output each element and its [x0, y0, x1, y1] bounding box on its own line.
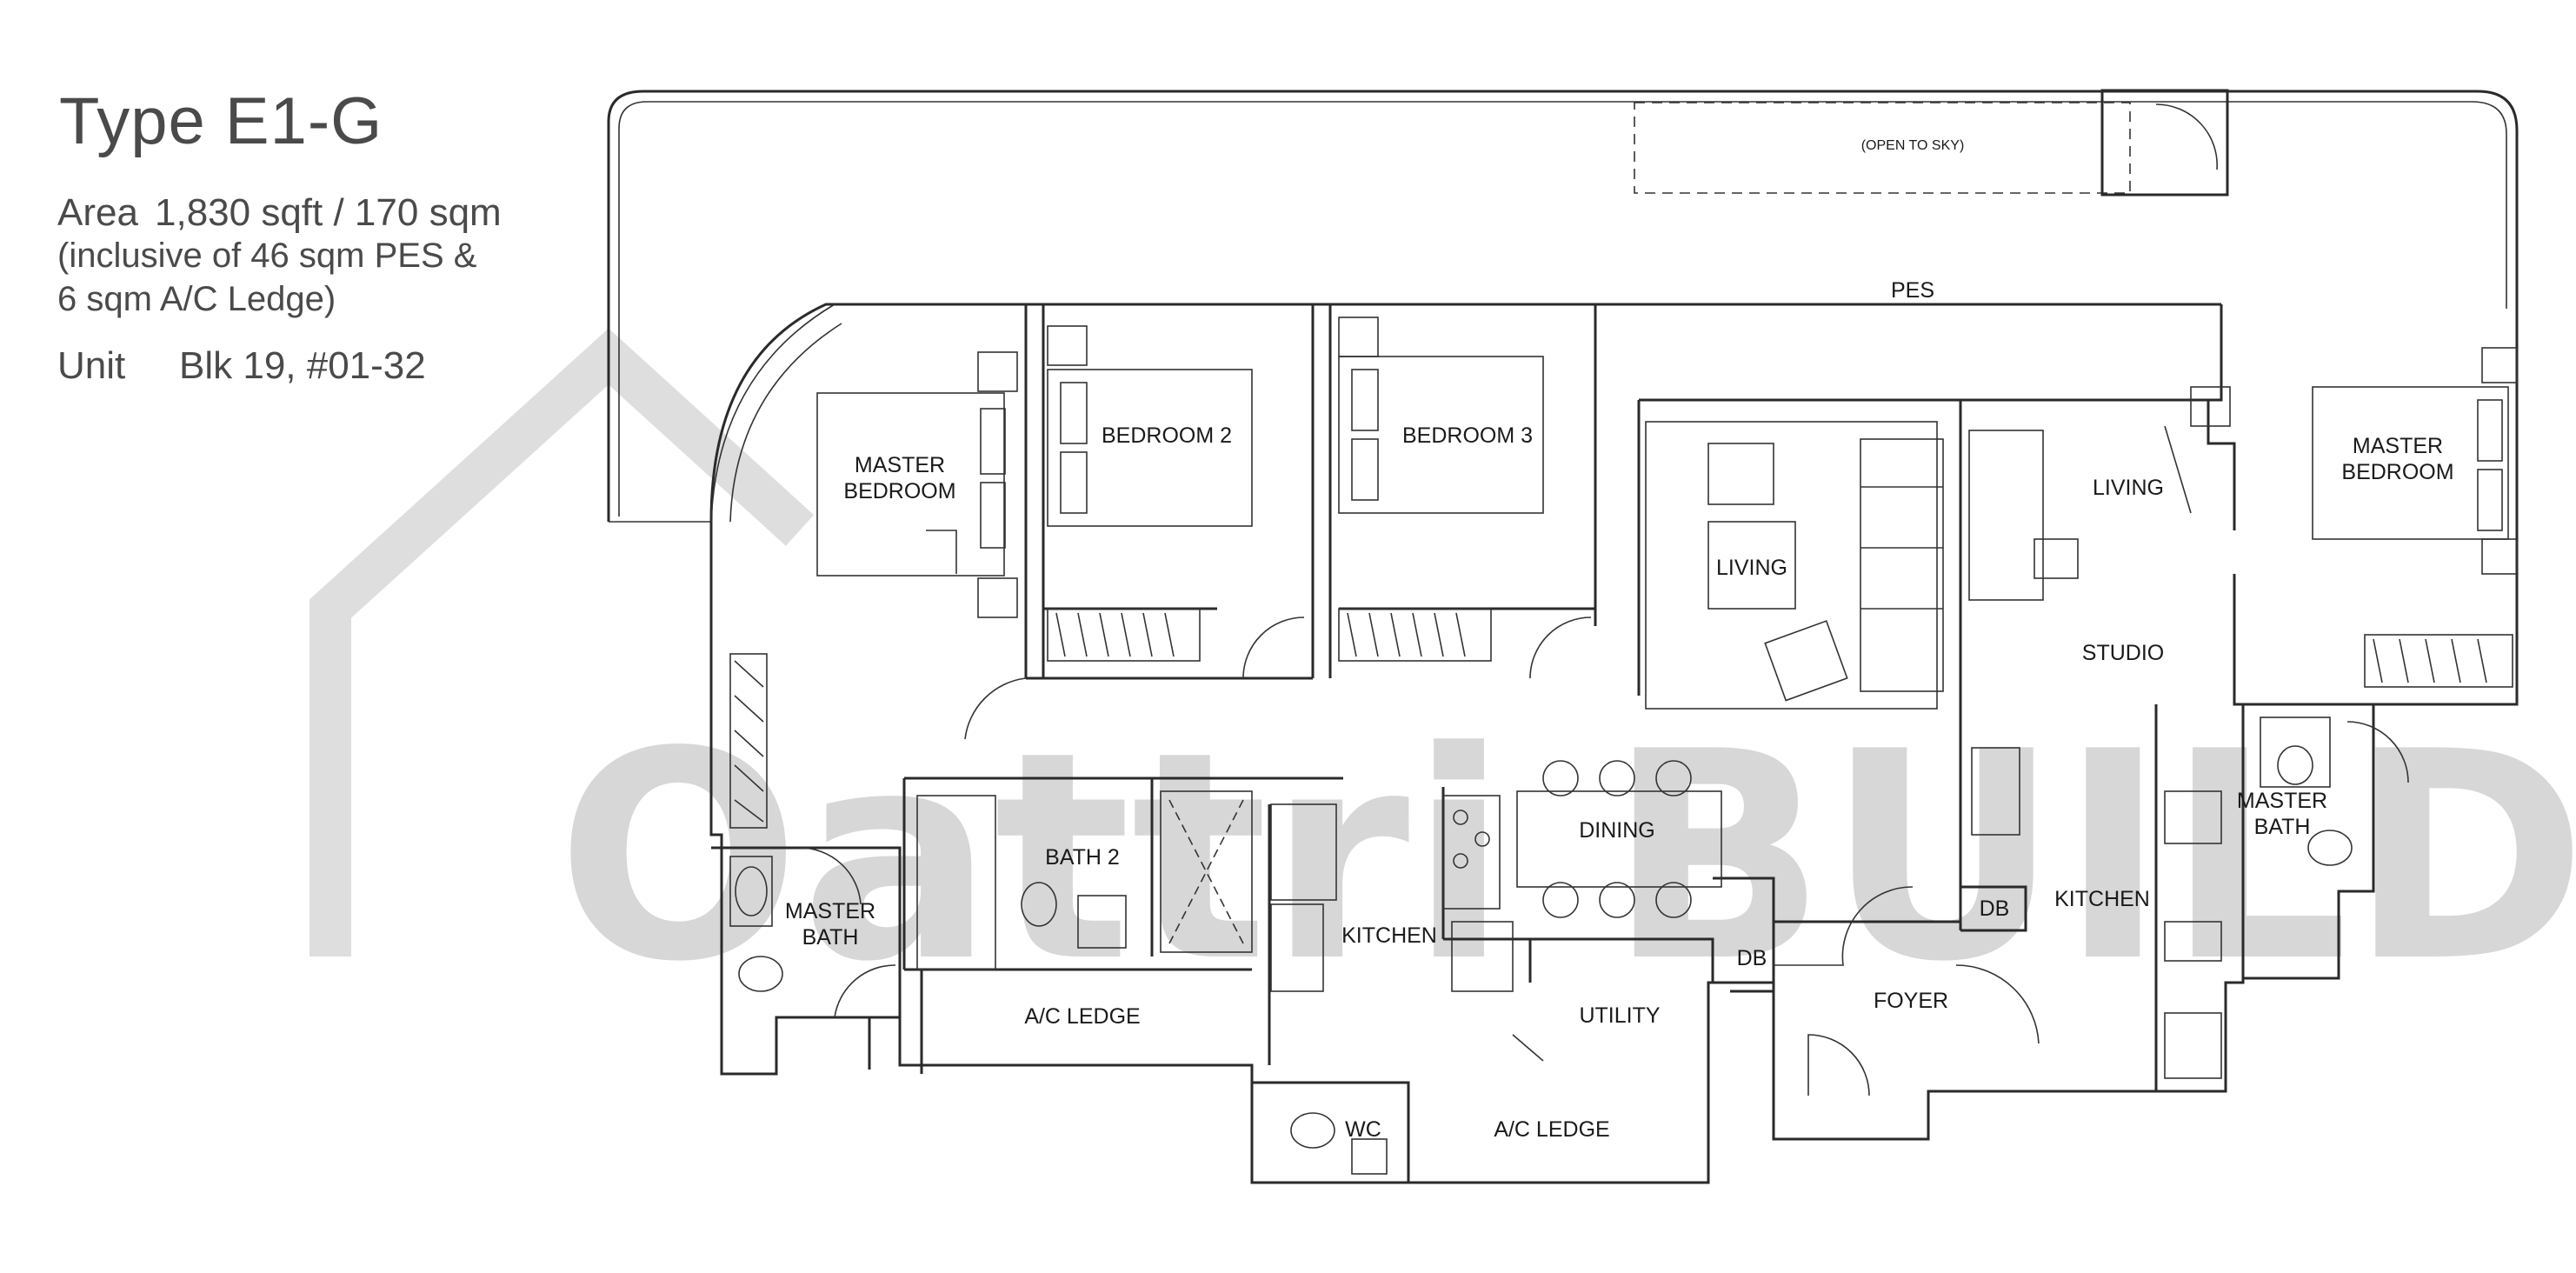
label-kitchen-main: KITCHEN: [1341, 923, 1437, 948]
bedroom-2-furniture: [964, 325, 1305, 740]
label-db-1: DB: [1980, 896, 2010, 921]
label-utility: UTILITY: [1579, 1003, 1660, 1028]
door-swings: [799, 721, 2409, 1096]
label-kitchen-studio: KITCHEN: [2054, 887, 2150, 911]
pes-gate: [2100, 89, 2229, 197]
label-foyer: FOYER: [1874, 989, 1948, 1013]
area-value: 1,830 sqft / 170 sqm: [155, 191, 502, 234]
label-master-bedroom-1-line2: BEDROOM: [843, 479, 955, 503]
pes-gate-swing: [2155, 103, 2218, 170]
label-dining: DINING: [1579, 818, 1655, 843]
dining-furniture: [1516, 760, 1722, 918]
kitchen-fixtures: [1270, 790, 2222, 1079]
unit-label: Unit: [57, 344, 126, 387]
label-pes: PES: [1891, 278, 1934, 303]
label-wc: WC: [1345, 1117, 1381, 1142]
label-master-bedroom-2-line1: MASTER: [2353, 434, 2443, 458]
pes-boundary-inner: [618, 101, 2507, 517]
label-bedroom-3: BEDROOM 3: [1402, 423, 1533, 448]
bathroom-fixtures: [729, 716, 2353, 1175]
label-ac-ledge-1: A/C LEDGE: [1024, 1004, 1140, 1029]
label-master-bath-1-line1: MASTER: [785, 899, 875, 923]
pes-boundary: [607, 90, 2519, 522]
label-studio: STUDIO: [2082, 641, 2164, 665]
label-master-bath-2-line1: MASTER: [2237, 789, 2327, 813]
walls: [709, 303, 2519, 1184]
area-note-1: (inclusive of 46 sqm PES &: [57, 237, 477, 275]
label-ac-ledge-2: A/C LEDGE: [1494, 1117, 1609, 1142]
label-open-to-sky: (OPEN TO SKY): [1861, 138, 1965, 153]
label-master-bath-2-line2: BATH: [2254, 815, 2311, 839]
unit-value: Blk 19, #01-32: [179, 344, 426, 387]
label-master-bedroom-1-line1: MASTER: [855, 453, 945, 477]
watermark: Oattri BUILD: [310, 328, 2576, 1024]
label-living-main: LIVING: [1716, 556, 1787, 580]
watermark-text: Oattri BUILD: [556, 690, 2576, 1024]
studio-furniture: [1968, 347, 2518, 836]
unit-type-title: Type E1-G: [59, 84, 383, 158]
label-master-bath-1-line2: BATH: [802, 925, 859, 950]
open-to-sky-zone: [1634, 102, 2131, 194]
label-master-bedroom-2-line2: BEDROOM: [2341, 460, 2453, 484]
area-line: Area 1,830 sqft / 170 sqm: [57, 191, 502, 235]
area-note-2: 6 sqm A/C Ledge): [57, 280, 336, 318]
bay-window-inner: [729, 323, 842, 523]
bedroom-3-furniture: [1338, 317, 1592, 679]
label-living-studio: LIVING: [2093, 476, 2164, 500]
label-bedroom-2: BEDROOM 2: [1102, 423, 1232, 448]
living-furniture: [1645, 421, 1944, 710]
master-bedroom-1-furniture: [729, 351, 1018, 829]
area-label: Area: [57, 191, 138, 234]
bay-window: [710, 303, 835, 523]
unit-line: Unit Blk 19, #01-32: [57, 344, 426, 388]
label-db-2: DB: [1737, 946, 1767, 970]
label-bath-2: BATH 2: [1045, 845, 1120, 870]
